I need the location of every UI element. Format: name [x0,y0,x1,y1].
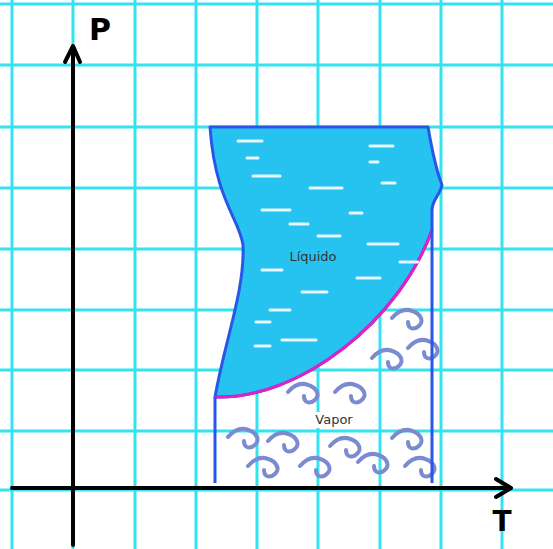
swirl [228,429,258,448]
liquid-dash [368,243,398,246]
swirl [392,430,422,449]
swirl [405,458,435,477]
swirl [268,433,298,452]
pressure-axis-label: P [89,15,111,45]
liquid-dash [318,235,340,238]
liquid-dash [256,321,270,324]
vapor-region [215,230,432,483]
liquid-dash [253,175,280,178]
liquid-dash [270,309,290,312]
liquid-phase: Líquido [200,117,450,407]
swirl [288,384,318,403]
swirl [300,458,330,477]
liquid-region [210,127,442,397]
temperature-axis-label: T [492,508,511,536]
swirl [372,350,402,369]
liquid-dash [400,261,418,264]
liquid-dash [357,277,380,280]
swirl [248,458,278,477]
swirl [330,438,360,457]
liquid-dash [290,223,308,226]
liquid-dash [282,339,316,342]
liquid-dash [370,161,378,164]
liquid-dash [370,145,393,148]
vapor-phase: Vapor [205,225,440,490]
liquid-dash [238,140,262,143]
liquid-dash [302,291,327,294]
phase-label: Líquido [286,249,339,265]
liquid-dash [382,182,395,185]
swirl [335,384,365,403]
liquid-dash [350,212,362,215]
liquid-dash [247,157,258,160]
axes [12,46,511,545]
liquid-dash [262,209,290,212]
liquid-dash [310,187,342,190]
liquid-dash [262,269,282,272]
phase-outline [205,225,440,490]
swirl [392,310,422,329]
phase-label: Vapor [312,412,355,428]
liquid-dash [255,345,270,348]
saturation-curve [215,230,432,397]
swirl [358,454,388,473]
